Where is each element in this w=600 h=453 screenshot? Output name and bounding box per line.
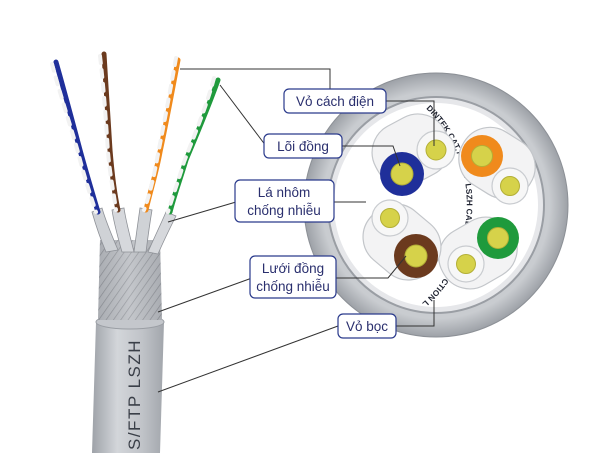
pair-blue <box>371 113 456 196</box>
jacket-print: S/FTP LSZH <box>125 339 144 450</box>
wire-brown-white <box>98 54 118 212</box>
core-green <box>487 227 509 249</box>
core-white-orange <box>500 176 520 196</box>
cable-jacket <box>92 322 164 453</box>
label-insulation: Vỏ cách điện <box>283 88 387 114</box>
leader-insulation-cross <box>386 100 435 146</box>
wire-green <box>167 77 221 215</box>
wire-blue-white <box>50 62 98 214</box>
foil-wrap-blue <box>91 207 119 253</box>
pair-orange <box>458 126 536 205</box>
core-white-green <box>456 254 476 274</box>
pair-green <box>438 216 519 290</box>
label-insulation-text: Vỏ cách điện <box>296 94 374 109</box>
label-braid: Lưới đồng chống nhiễu <box>249 255 337 299</box>
label-jacket: Vỏ bọc <box>337 313 397 339</box>
foil-wrap-orange <box>133 207 153 253</box>
leader-copper-cross <box>342 145 401 167</box>
wire-orange-white <box>142 56 178 212</box>
wire-orange <box>143 57 181 213</box>
leader-braid-cross <box>336 255 407 279</box>
core-brown <box>404 244 428 268</box>
pair-brown <box>362 199 442 281</box>
foil-wrap-green <box>147 211 177 255</box>
wire-blue <box>53 59 101 215</box>
label-foil-line2: chống nhiễu <box>247 203 321 218</box>
core-white-brown <box>380 208 400 228</box>
cable-side-view: S/FTP LSZH <box>50 51 221 453</box>
twisted-pairs <box>50 51 221 255</box>
core-orange <box>471 145 493 167</box>
leader-jacket-cross <box>396 300 435 327</box>
label-copper-core: Lõi đồng <box>263 133 343 159</box>
label-braid-line1: Lưới đồng <box>262 261 324 276</box>
label-foil: Lá nhôm chống nhiễu <box>234 179 335 223</box>
core-white-blue <box>425 139 447 161</box>
leader-copper-wire <box>219 84 267 147</box>
leader-braid-wire <box>157 277 253 313</box>
label-foil-line1: Lá nhôm <box>258 185 311 200</box>
core-blue <box>390 162 414 186</box>
wire-green-white <box>166 76 216 214</box>
leader-jacket-wire <box>157 325 339 393</box>
label-copper-core-text: Lõi đồng <box>277 139 329 154</box>
label-braid-line2: chống nhiễu <box>256 279 330 294</box>
callouts: Vỏ cách điện Lõi đồng Lá nhôm chống nhiễ… <box>234 88 397 339</box>
label-jacket-text: Vỏ bọc <box>346 319 388 334</box>
wire-brown <box>101 51 121 213</box>
leader-foil-wire <box>167 201 237 223</box>
